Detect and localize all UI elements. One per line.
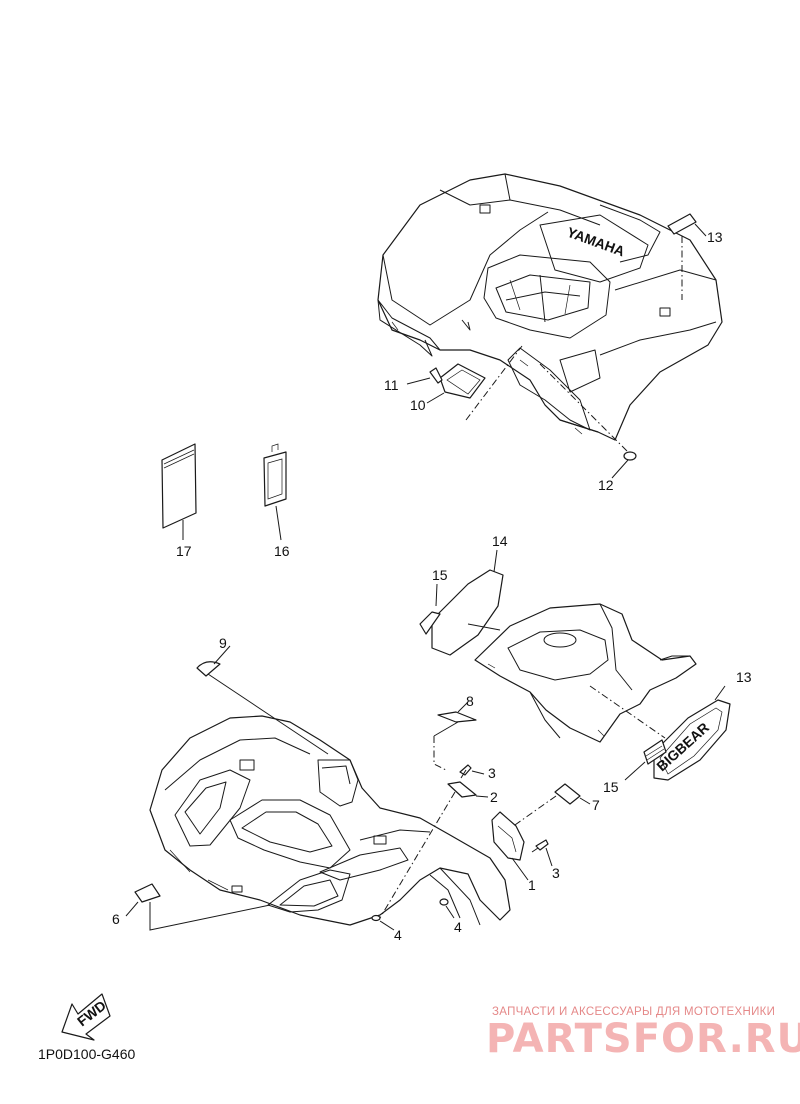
decal-5 (554, 783, 581, 805)
callout-15-upper: 15 (432, 567, 448, 583)
callout-7: 9 (219, 635, 227, 651)
callout-3-upper: 3 (488, 765, 496, 781)
callout-12: 13 (707, 229, 723, 245)
watermark-brand: PARTSFOR.RU (486, 1016, 800, 1062)
screw-10 (429, 367, 443, 384)
fwd-arrow-icon: FWD (61, 993, 111, 1041)
decal-15-upper (419, 611, 441, 635)
callout-16: 16 (274, 543, 290, 559)
clip-11 (623, 451, 637, 461)
decal-6 (437, 711, 477, 723)
callout-9: 10 (410, 397, 426, 413)
watermark-tagline: ЗАПЧАСТИ И АКСЕССУАРЫ ДЛЯ МОТОТЕХНИКИ (492, 1006, 776, 1018)
callout-8: 6 (112, 911, 120, 927)
label-16 (263, 443, 287, 507)
callout-17: 17 (176, 543, 192, 559)
label-17 (161, 443, 197, 529)
callout-3-lower: 3 (552, 865, 560, 881)
nut-4-right (439, 898, 449, 906)
decal-15-lower (643, 739, 667, 765)
decal-13: BIGBEAR (653, 699, 731, 781)
callout-13: 13 (736, 669, 752, 685)
decal-12 (667, 213, 697, 235)
callout-4-right: 4 (454, 919, 462, 935)
callout-6: 8 (466, 693, 474, 709)
callout-11: 12 (598, 477, 614, 493)
callout-4-left: 4 (394, 927, 402, 943)
decal-7 (196, 661, 221, 677)
rear-fender: YAMAHA (377, 173, 723, 441)
diagram-code: 1P0D100-G460 (38, 1046, 136, 1062)
tank-cover (474, 603, 697, 743)
callout-15-lower: 15 (603, 779, 619, 795)
screw-3-upper (459, 764, 472, 779)
callout-5: 7 (592, 797, 600, 813)
plate-1 (491, 811, 525, 861)
front-fender (149, 715, 511, 926)
decal-8 (134, 883, 161, 903)
side-cover-14 (431, 569, 504, 656)
callout-2: 2 (490, 789, 498, 805)
decal-2 (447, 781, 477, 798)
callout-1: 1 (528, 877, 536, 893)
plate-9 (439, 363, 486, 399)
screw-3-lower (531, 839, 549, 853)
nut-4-left (371, 914, 381, 922)
callout-14: 14 (492, 533, 508, 549)
callout-10: 11 (384, 377, 399, 393)
